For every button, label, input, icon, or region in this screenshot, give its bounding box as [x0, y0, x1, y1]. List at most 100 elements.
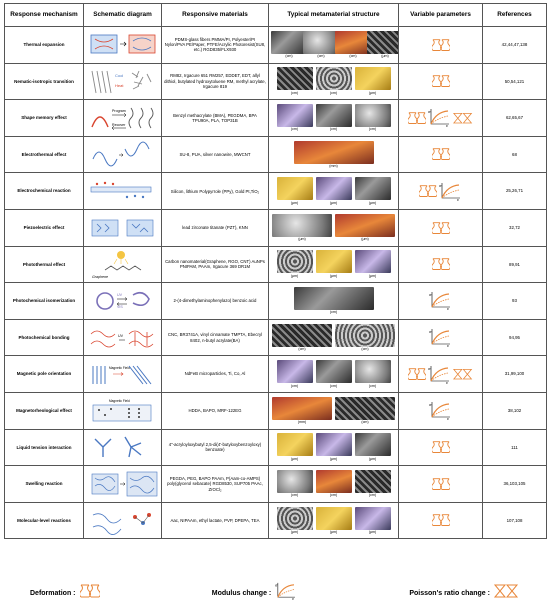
scale-unit-label: (μm)	[368, 90, 377, 95]
deformation-icon	[431, 514, 450, 527]
structure-cell: (μm)(μm)(μm)	[268, 428, 399, 467]
svg-text:σ: σ	[429, 292, 432, 297]
electrochemical-schematic	[90, 181, 151, 199]
references-cell: 107,108	[482, 501, 547, 540]
svg-text:ε: ε	[447, 343, 449, 348]
header-schematic-diagram: Schematic diagram	[83, 3, 162, 27]
metamaterial-photo	[335, 323, 395, 347]
schematic-cell	[83, 465, 162, 503]
molecular-reaction-schematic	[92, 512, 151, 535]
metamaterial-photo	[303, 30, 339, 54]
variable-parameters-cell	[398, 135, 483, 174]
structure-image: (μm)	[315, 250, 352, 278]
scale-unit-label: (μm)	[290, 273, 299, 278]
metamaterial-photo	[272, 396, 332, 420]
structure-image: (cm)	[276, 360, 313, 388]
scale-unit-label: (μm)	[290, 200, 299, 205]
structure-image: (μm)	[272, 213, 332, 242]
thermal-expansion-schematic	[90, 34, 155, 54]
schematic-cell: UV VIS	[83, 282, 162, 320]
structure-image: (cm)	[354, 360, 391, 388]
svg-text:Magnetic Field: Magnetic Field	[109, 399, 130, 403]
metamaterial-photo	[272, 213, 332, 237]
metamaterial-photo	[276, 250, 313, 274]
structure-image: (μm)	[367, 30, 398, 59]
svg-text:σ: σ	[429, 402, 432, 407]
svg-text:Program: Program	[112, 109, 126, 113]
structure-image: (μm)	[354, 506, 391, 535]
scale-unit-label: (μm)	[329, 530, 338, 535]
structure-image: (cm)	[354, 469, 391, 498]
schematic-cell	[83, 26, 162, 64]
metamaterial-photo	[276, 177, 313, 201]
structure-image: (cm)	[293, 286, 374, 315]
structure-image: (μm)	[354, 433, 391, 461]
svg-text:VIS: VIS	[117, 305, 123, 309]
structure-cell: (cm) (cm) (cm)	[268, 355, 399, 393]
scale-unit-label: (mm)	[329, 164, 338, 169]
metamaterial-photo	[367, 30, 398, 54]
schematic-cell: Magnetic Field	[83, 355, 162, 393]
scale-unit-label: (μm)	[290, 456, 299, 461]
materials-cell: lead zirconate titanate (PZT), KNN	[161, 208, 269, 247]
structure-image: (cm)	[354, 103, 391, 132]
mechanism-cell: Piezoelectric effect	[4, 208, 84, 247]
metamaterial-photo	[276, 469, 313, 493]
mechanism-cell: Nematic-isotropic transition	[4, 62, 84, 101]
magnetorheological-schematic: Magnetic Field	[92, 399, 151, 422]
svg-text:Magnetic Field: Magnetic Field	[109, 366, 130, 370]
scale-unit-label: (μm)	[368, 456, 377, 461]
modulus-curve-icon: σε	[428, 109, 449, 128]
header-responsive-materials: Responsive materials	[161, 3, 269, 27]
structure-cell: (cm)(cm)(cm)	[268, 465, 399, 503]
metamaterial-photo	[315, 469, 352, 493]
metamaterial-photo	[293, 140, 374, 164]
poisson-ratio-icon	[452, 368, 472, 380]
structure-image: (cm)	[276, 469, 313, 498]
materials-cell: 4"-acryloyloxybutyl 2,5-di(4'-butyloxybe…	[161, 428, 269, 467]
references-cell: 31,99,100	[482, 355, 547, 393]
schematic-cell	[83, 501, 162, 540]
structure-cell: (cm)(cm)	[268, 318, 399, 357]
structure-image: (mm)	[293, 140, 374, 169]
deformation-icon	[431, 75, 450, 88]
modulus-curve-icon: σε	[429, 402, 450, 421]
table-row: Piezoelectric effect lead zirconate titan…	[4, 208, 547, 247]
scale-unit-label: (μm)	[368, 530, 377, 535]
magnetic-pole-schematic: Magnetic Field	[92, 365, 151, 385]
svg-text:UV: UV	[117, 293, 123, 297]
mechanism-cell: Thermal expansion	[4, 26, 84, 64]
mechanism-cell: Photochemical isomerization	[4, 282, 84, 320]
variable-parameters-cell	[398, 465, 483, 503]
deformation-icon	[431, 258, 450, 271]
scale-unit-label: (cm)	[329, 310, 338, 315]
svg-text:σ: σ	[428, 366, 431, 371]
references-cell: 32,72	[482, 208, 547, 247]
structure-image: (cm)	[276, 103, 313, 132]
scale-unit-label: (μm)	[329, 200, 338, 205]
references-cell: 42,44,47,138	[482, 26, 547, 64]
poisson-ratio-icon	[452, 112, 472, 124]
scale-unit-label: (cm)	[329, 383, 338, 388]
scale-unit-label: (μm)	[368, 273, 377, 278]
references-cell: 93	[482, 282, 547, 320]
metamaterial-photo	[354, 360, 391, 384]
structure-image: (cm)	[315, 360, 352, 388]
svg-text:σ: σ	[429, 329, 432, 334]
materials-cell: CNC, BR3741A, vinyl cinnamate TMPTA, Ebe…	[161, 318, 269, 357]
structure-cell: (cm)	[268, 282, 399, 320]
legend-poisson: Poisson's ratio change :	[409, 582, 520, 605]
svg-text:ε: ε	[446, 123, 448, 128]
materials-cell: SU-8, PUA, silver nanowire, MWCNT	[161, 135, 269, 174]
modulus-curve-icon: σε	[429, 329, 450, 348]
metamaterial-photo	[315, 433, 352, 457]
deformation-icon	[419, 185, 437, 198]
deformation-icon	[78, 582, 101, 605]
